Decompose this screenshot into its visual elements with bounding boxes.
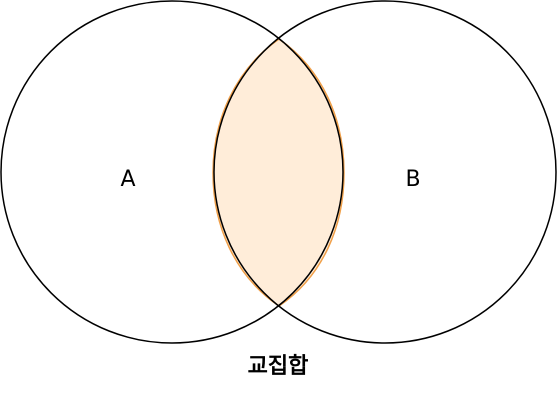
intersection-caption: 교집합 bbox=[248, 353, 309, 379]
intersection-region bbox=[212, 38, 345, 307]
set-a-label: A bbox=[120, 167, 135, 192]
set-a-circle bbox=[0, 0, 344, 344]
set-b-circle bbox=[213, 0, 557, 344]
set-b-label: B bbox=[405, 167, 420, 192]
